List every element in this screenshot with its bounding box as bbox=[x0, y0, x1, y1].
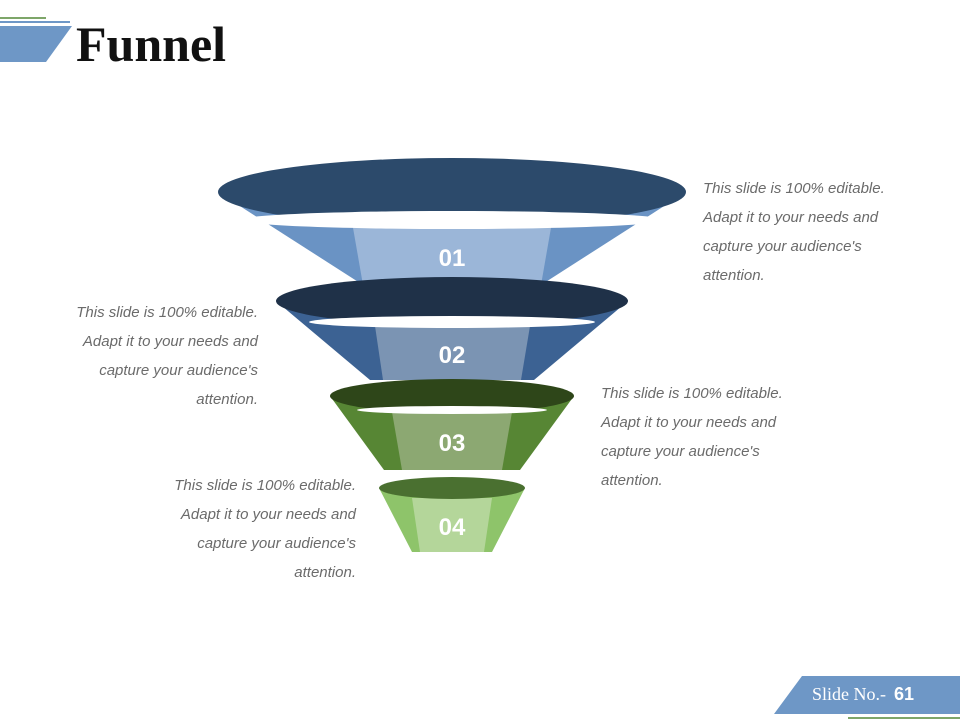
stage-1-text-line: This slide is 100% editable. bbox=[703, 180, 885, 197]
stage-1-text-line: attention. bbox=[703, 267, 765, 284]
stage-3-number: 03 bbox=[439, 430, 466, 457]
stage-2-number: 02 bbox=[439, 342, 466, 369]
stage-4-center-panel bbox=[412, 498, 492, 552]
stage-1-opening bbox=[240, 211, 664, 229]
stage-1-rim bbox=[218, 158, 686, 226]
stage-4-text-line: This slide is 100% editable. bbox=[174, 477, 356, 494]
slide-number-label: Slide No.- bbox=[812, 684, 886, 704]
funnel-stage-3: 03 bbox=[330, 379, 574, 470]
stage-2-text-line: Adapt it to your needs and bbox=[82, 333, 258, 350]
stage-1-number: 01 bbox=[439, 245, 466, 272]
slide-number: Slide No.- 61 bbox=[812, 681, 914, 707]
stage-2-text-line: This slide is 100% editable. bbox=[76, 304, 258, 321]
stage-2-opening bbox=[309, 316, 595, 328]
stage-2-rim bbox=[276, 277, 628, 325]
stage-3-opening bbox=[357, 406, 547, 414]
stage-2-text-line: capture your audience's bbox=[99, 362, 258, 379]
slide-title: Funnel bbox=[76, 16, 227, 72]
funnel-stage-4: 04 bbox=[379, 477, 525, 552]
stage-2-description: This slide is 100% editable. Adapt it to… bbox=[48, 298, 258, 414]
corner-decoration bbox=[0, 17, 72, 62]
stage-1-text-line: Adapt it to your needs and bbox=[703, 209, 879, 226]
slide-number-badge bbox=[774, 676, 960, 719]
stage-3-text-line: This slide is 100% editable. bbox=[601, 385, 783, 402]
stage-4-rim bbox=[379, 477, 525, 499]
stage-4-description: This slide is 100% editable. Adapt it to… bbox=[146, 471, 356, 587]
corner-parallelogram bbox=[0, 26, 72, 62]
stage-2-text-line: attention. bbox=[196, 391, 258, 408]
stage-1-center-panel bbox=[352, 222, 552, 285]
stage-3-center-panel bbox=[392, 412, 512, 470]
stage-3-text-line: capture your audience's bbox=[601, 443, 760, 460]
stage-2-center-panel bbox=[375, 326, 530, 380]
slide-number-value: 61 bbox=[894, 684, 915, 704]
slide-number-badge-shape bbox=[774, 676, 960, 714]
funnel-stage-1: 01 bbox=[218, 158, 686, 285]
stage-4-number: 04 bbox=[439, 514, 466, 541]
stage-1-text-line: capture your audience's bbox=[703, 238, 862, 255]
stage-4-text-line: capture your audience's bbox=[197, 535, 356, 552]
stage-3-rim bbox=[330, 379, 574, 413]
stage-3-text-line: Adapt it to your needs and bbox=[601, 414, 777, 431]
stage-3-text-line: attention. bbox=[601, 472, 663, 489]
stage-1-description: This slide is 100% editable. Adapt it to… bbox=[703, 174, 913, 290]
stage-3-description: This slide is 100% editable. Adapt it to… bbox=[601, 379, 811, 495]
stage-4-text-line: Adapt it to your needs and bbox=[180, 506, 356, 523]
stage-4-text-line: attention. bbox=[294, 564, 356, 581]
funnel-stage-2: 02 bbox=[276, 277, 628, 380]
